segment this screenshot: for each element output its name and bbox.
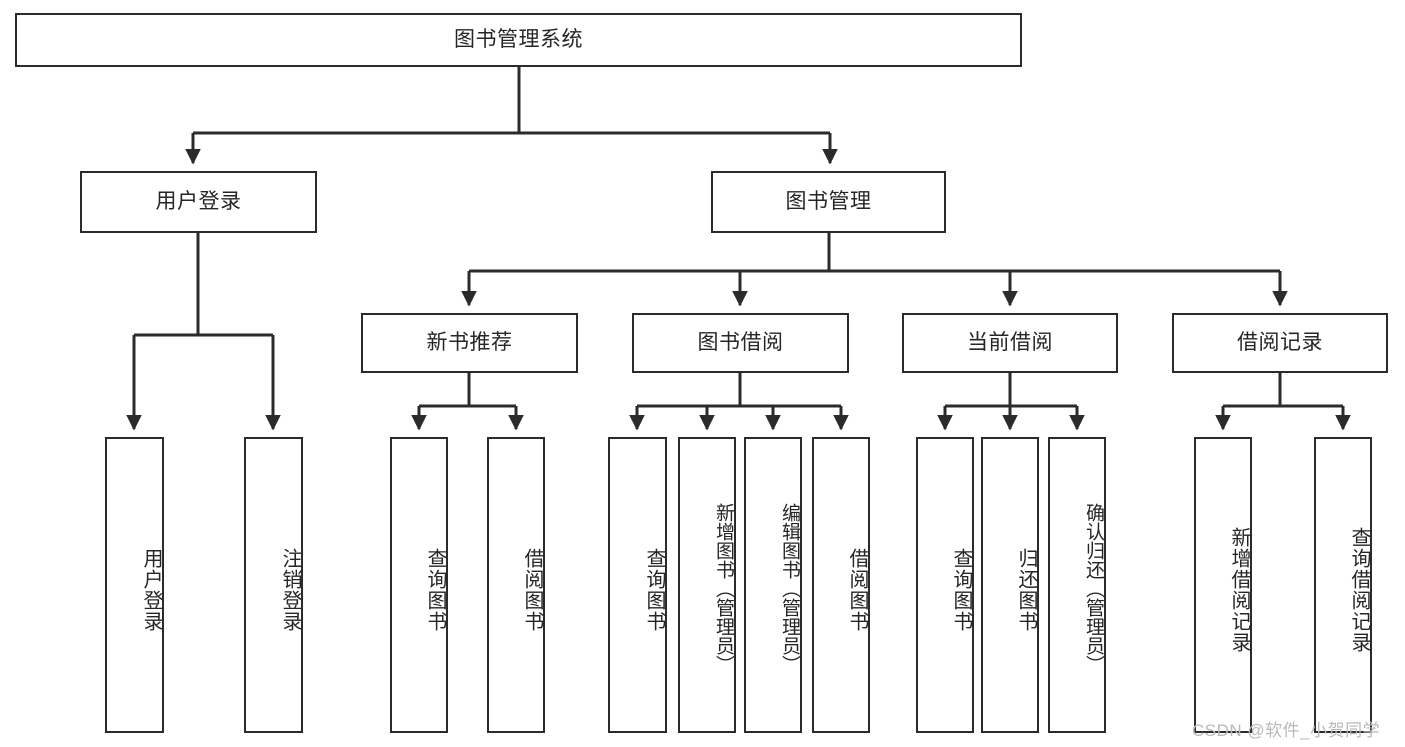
- node-leaf-user-logout-label: 注销登录: [279, 548, 301, 632]
- node-leaf-bb-edit[interactable]: 编辑图书（管理员）: [744, 437, 802, 733]
- node-leaf-rec-borrow[interactable]: 借阅图书: [487, 437, 545, 733]
- node-leaf-rec-query-label: 查询图书: [424, 548, 446, 632]
- node-leaf-bb-edit-label: 编辑图书（管理员）: [779, 502, 800, 674]
- node-current-borrow-label: 当前借阅: [967, 331, 1053, 355]
- node-leaf-cb-return[interactable]: 归还图书: [981, 437, 1039, 733]
- node-leaf-br-add[interactable]: 新增借阅记录: [1194, 437, 1252, 733]
- node-leaf-rec-query[interactable]: 查询图书: [390, 437, 448, 733]
- node-book-manage-label: 图书管理: [785, 190, 872, 214]
- node-leaf-user-logout[interactable]: 注销登录: [244, 437, 303, 733]
- node-leaf-br-query-label: 查询借阅记录: [1348, 527, 1370, 653]
- node-user-login-label: 用户登录: [155, 190, 242, 214]
- node-new-book-rec-label: 新书推荐: [426, 331, 513, 355]
- node-leaf-cb-query[interactable]: 查询图书: [916, 437, 974, 733]
- node-borrow-record-label: 借阅记录: [1237, 331, 1323, 355]
- node-leaf-user-login-label: 用户登录: [140, 548, 162, 632]
- node-user-login[interactable]: 用户登录: [80, 171, 317, 233]
- node-leaf-rec-borrow-label: 借阅图书: [521, 548, 543, 632]
- node-leaf-cb-query-label: 查询图书: [950, 548, 972, 632]
- node-leaf-bb-add[interactable]: 新增图书（管理员）: [678, 437, 736, 733]
- node-leaf-bb-add-label: 新增图书（管理员）: [713, 502, 734, 674]
- node-leaf-bb-query-label: 查询图书: [643, 548, 665, 632]
- node-leaf-cb-return-label: 归还图书: [1015, 548, 1037, 632]
- node-root-label: 图书管理系统: [454, 28, 583, 52]
- node-root[interactable]: 图书管理系统: [15, 13, 1022, 67]
- node-leaf-bb-borrow[interactable]: 借阅图书: [812, 437, 870, 733]
- node-leaf-cb-confirm-label: 确认归还（管理员）: [1083, 502, 1104, 674]
- node-borrow-record[interactable]: 借阅记录: [1172, 313, 1388, 373]
- node-leaf-user-login[interactable]: 用户登录: [105, 437, 164, 733]
- node-leaf-br-add-label: 新增借阅记录: [1228, 527, 1250, 653]
- node-book-borrow-label: 图书借阅: [697, 331, 784, 355]
- node-leaf-br-query[interactable]: 查询借阅记录: [1314, 437, 1372, 733]
- node-leaf-bb-query[interactable]: 查询图书: [608, 437, 667, 733]
- node-leaf-cb-confirm[interactable]: 确认归还（管理员）: [1048, 437, 1106, 733]
- node-book-borrow[interactable]: 图书借阅: [632, 313, 849, 373]
- node-new-book-rec[interactable]: 新书推荐: [361, 313, 578, 373]
- node-book-manage[interactable]: 图书管理: [711, 171, 946, 233]
- csdn-watermark: CSDN @软件_小贺同学: [1192, 721, 1381, 740]
- node-leaf-bb-borrow-label: 借阅图书: [846, 548, 868, 632]
- node-current-borrow[interactable]: 当前借阅: [902, 313, 1118, 373]
